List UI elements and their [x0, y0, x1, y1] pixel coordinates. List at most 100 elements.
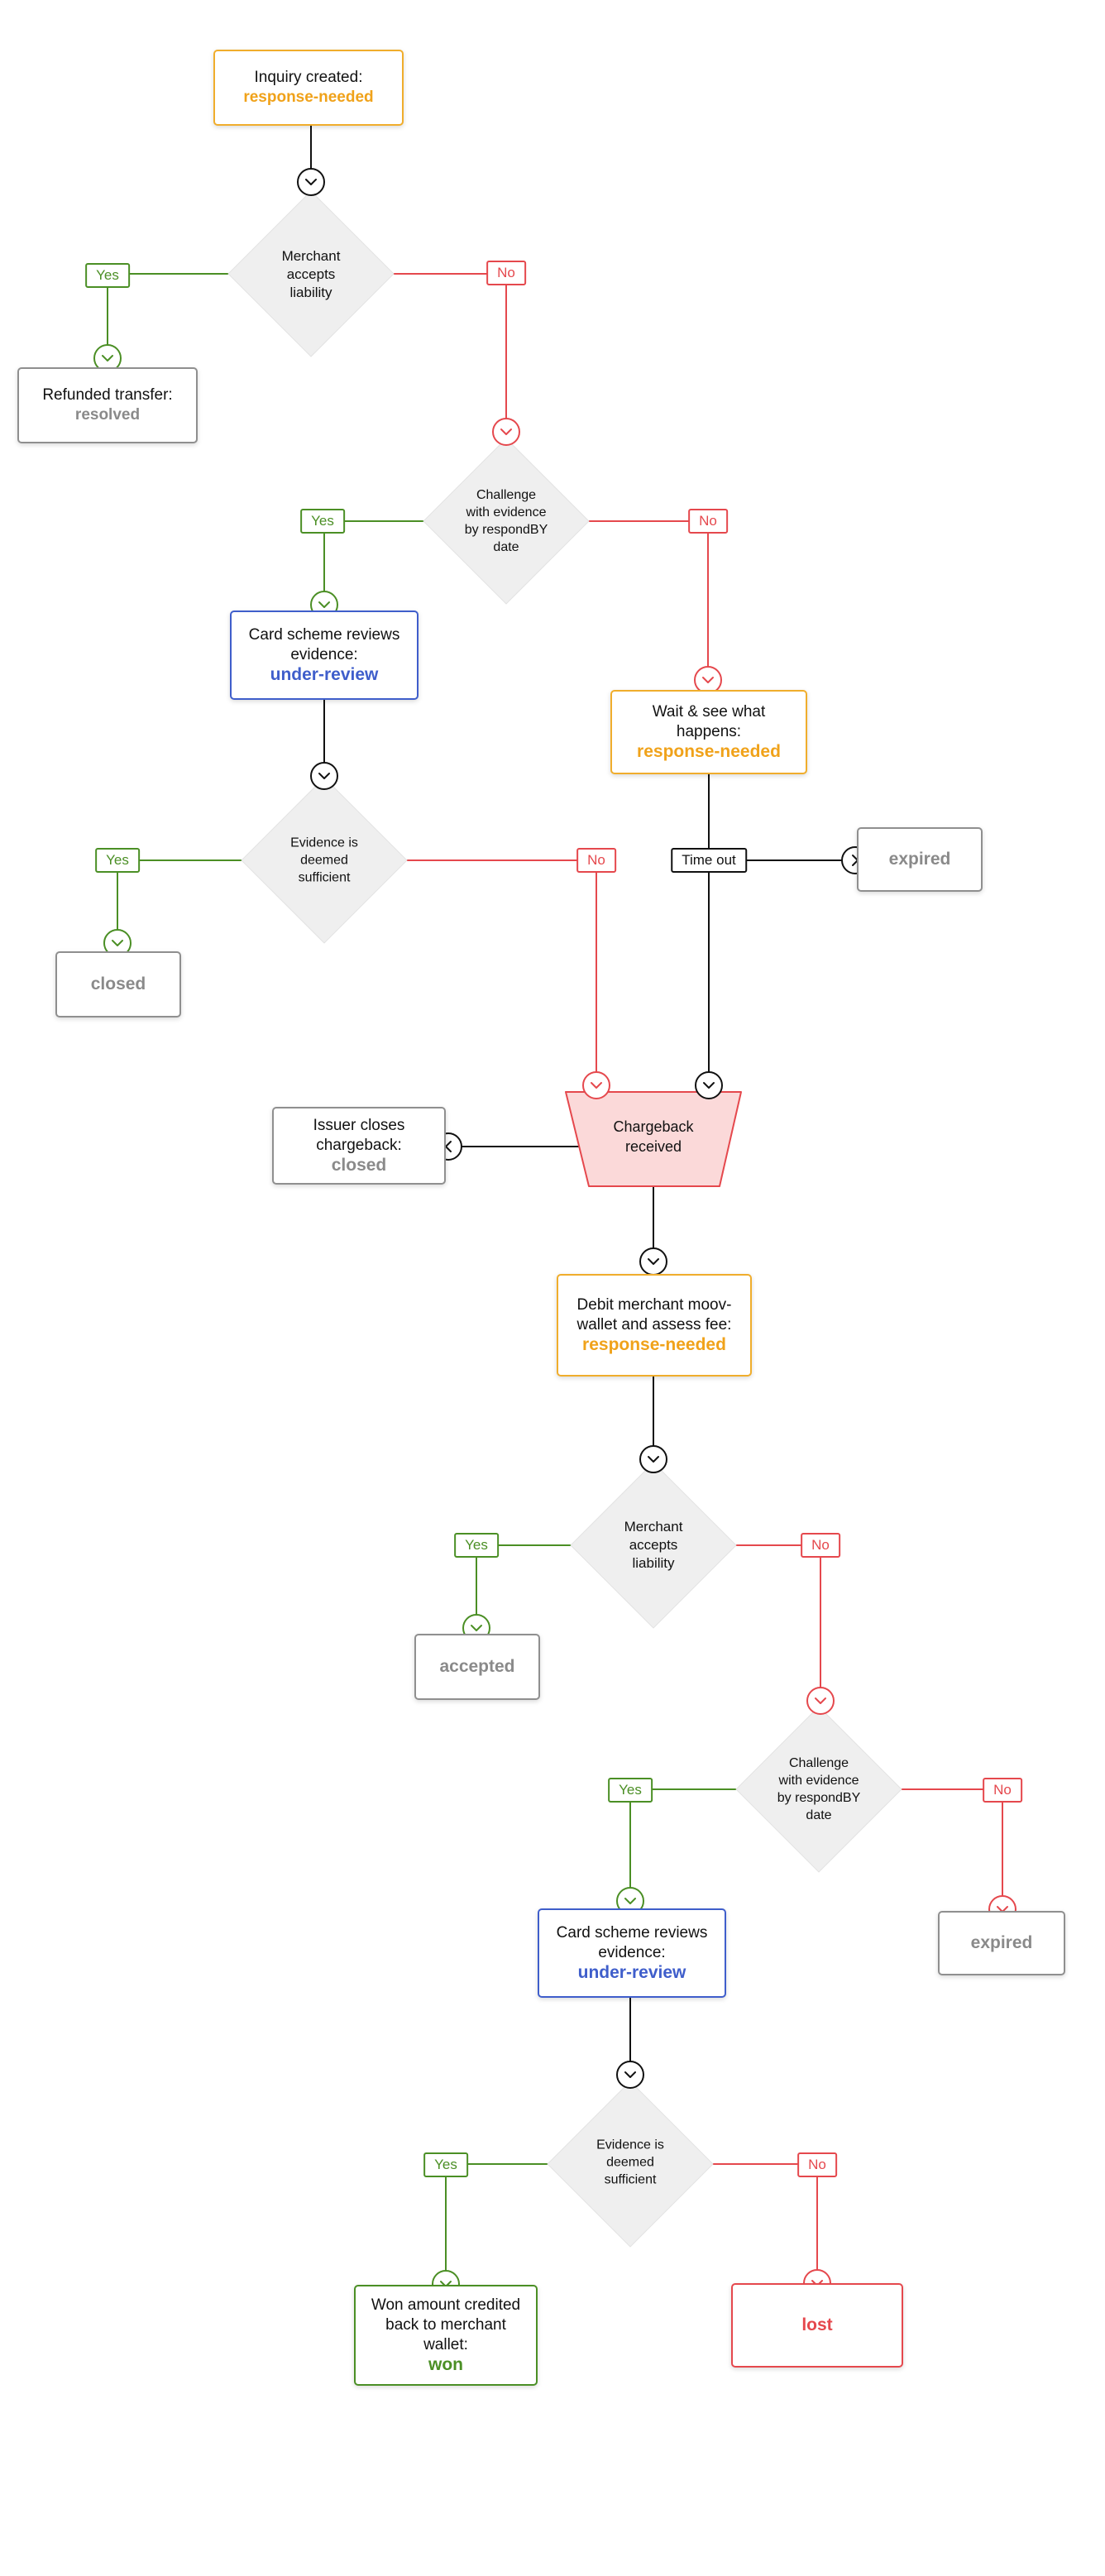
chevron-down-icon	[624, 2071, 636, 2078]
issuer-closes-status: closed	[331, 1156, 387, 1175]
closed-status: closed	[90, 974, 146, 994]
card-scheme-review-node-1: Card scheme reviews evidence: under-revi…	[230, 610, 419, 700]
debit-merchant-node: Debit merchant moov-wallet and assess fe…	[557, 1274, 752, 1377]
decision-text-line: Challenge	[788, 1756, 849, 1770]
decision-text-line: Evidence is	[596, 2138, 664, 2152]
card-scheme-status: under-review	[577, 1963, 686, 1982]
connector-line	[117, 859, 244, 943]
chevron-marker	[492, 418, 520, 446]
chevron-down-icon	[702, 677, 714, 683]
decision-diamond	[423, 438, 590, 605]
accepted-status: accepted	[439, 1657, 515, 1676]
decision-text-line: liability	[289, 285, 332, 300]
chevron-marker	[297, 168, 325, 196]
decision-accepts-liability-2-text: Merchant accepts liability	[591, 1518, 715, 1573]
chevron-down-icon	[500, 429, 512, 435]
decision-text-line: date	[806, 1808, 832, 1822]
wait-and-see-node: Wait & see what happens: response-needed	[610, 690, 807, 774]
chevron-marker	[616, 2061, 644, 2089]
expired-status: expired	[888, 850, 951, 869]
chevron-down-icon	[112, 940, 123, 946]
chevron-down-icon	[648, 1456, 659, 1463]
chevron-marker	[639, 1445, 667, 1473]
wait-and-see-text: Wait & see what happens:	[652, 703, 766, 740]
chevron-down-icon	[648, 1258, 659, 1265]
debit-merchant-status: response-needed	[582, 1335, 726, 1354]
card-scheme-text: Card scheme reviews evidence:	[248, 626, 400, 663]
connector-line	[587, 520, 709, 680]
decision-text-line: sufficient	[604, 2172, 657, 2187]
refunded-transfer-text: Refunded transfer:	[42, 386, 173, 404]
lost-node: lost	[731, 2283, 903, 2368]
decision-diamond	[227, 190, 395, 357]
decision-accepts-liability-1-text: Merchant accepts liability	[249, 247, 373, 302]
inquiry-created-node: Inquiry created: response-needed	[213, 50, 404, 126]
closed-node: closed	[55, 951, 181, 1017]
chevron-marker	[695, 1071, 723, 1099]
decision-text-line: accepts	[629, 1537, 678, 1553]
chevron-down-icon	[471, 1625, 482, 1631]
yes-label: Yes	[608, 1778, 653, 1803]
connector-line	[392, 273, 507, 430]
chargeback-received-text: Chargeback received	[613, 1118, 694, 1155]
chevron-down-icon	[318, 601, 330, 608]
decision-evidence-sufficient-1-text: Evidence is deemed sufficient	[262, 835, 386, 887]
connector-line	[734, 1544, 821, 1700]
decision-text-line: sufficient	[298, 870, 351, 885]
connector-line	[445, 2163, 549, 2283]
yes-label: Yes	[85, 263, 130, 288]
card-scheme-text: Card scheme reviews evidence:	[556, 1924, 708, 1961]
chevron-down-icon	[815, 1697, 826, 1704]
chevron-down-icon	[703, 1082, 715, 1089]
inquiry-created-text: Inquiry created:	[254, 69, 363, 86]
decision-text-line: Merchant	[624, 1519, 683, 1535]
won-amount-text: Won amount credited back to merchant wal…	[371, 2296, 521, 2353]
issuer-closes-node: Issuer closes chargeback: closed	[272, 1107, 446, 1185]
no-label: No	[486, 261, 526, 285]
accepted-node: accepted	[414, 1634, 540, 1700]
won-amount-status: won	[428, 2355, 463, 2374]
chargeback-received-node	[565, 1091, 742, 1187]
lost-status: lost	[801, 2315, 833, 2334]
no-label: No	[801, 1533, 840, 1558]
connector-line	[711, 2163, 818, 2283]
chevron-down-icon	[624, 1898, 636, 1904]
decision-text-line: Challenge	[476, 488, 537, 502]
card-scheme-review-node-2: Card scheme reviews evidence: under-revi…	[538, 1908, 726, 1998]
decision-diamond	[241, 777, 408, 944]
decision-text-line: deemed	[606, 2155, 654, 2170]
decision-evidence-sufficient-2-text: Evidence is deemed sufficient	[568, 2137, 692, 2189]
expired-node-1: expired	[857, 827, 983, 892]
chevron-down-icon	[102, 355, 113, 362]
decision-text-line: date	[493, 540, 519, 554]
chevron-marker	[639, 1247, 667, 1276]
chevron-down-icon	[318, 773, 330, 779]
no-label: No	[688, 509, 728, 534]
decision-diamond	[735, 1706, 902, 1873]
debit-merchant-text: Debit merchant moov-wallet and assess fe…	[576, 1296, 732, 1333]
decision-text-line: accepts	[286, 266, 336, 282]
inquiry-created-status: response-needed	[243, 89, 374, 106]
decision-text-line: by respondBY	[777, 1791, 861, 1805]
decision-text-line: Evidence is	[290, 836, 358, 850]
chevron-marker	[806, 1687, 835, 1715]
decision-text-line: with evidence	[466, 505, 547, 520]
refunded-transfer-node: Refunded transfer: resolved	[17, 367, 198, 443]
expired-status: expired	[970, 1933, 1033, 1952]
issuer-closes-text: Issuer closes chargeback:	[313, 1117, 405, 1154]
yes-label: Yes	[454, 1533, 499, 1558]
chevron-marker	[582, 1071, 610, 1099]
no-label: No	[797, 2152, 837, 2177]
decision-challenge-2-text: Challenge with evidence by respondBY dat…	[757, 1755, 881, 1824]
card-scheme-status: under-review	[270, 665, 379, 684]
chevron-marker	[310, 762, 338, 790]
refunded-transfer-status: resolved	[74, 406, 141, 424]
time-out-label: Time out	[671, 848, 747, 873]
chevron-left-icon	[445, 1141, 452, 1152]
decision-challenge-1-text: Challenge with evidence by respondBY dat…	[444, 486, 568, 556]
won-amount-node: Won amount credited back to merchant wal…	[354, 2285, 538, 2386]
decision-diamond	[570, 1462, 737, 1629]
connector-line	[629, 1788, 738, 1899]
